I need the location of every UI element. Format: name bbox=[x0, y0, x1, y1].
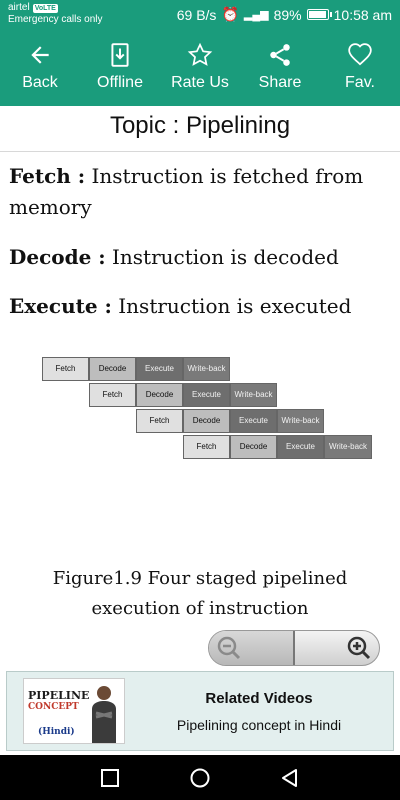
definition-term: Decode : bbox=[9, 245, 106, 269]
net-speed: 69 B/s bbox=[176, 6, 217, 23]
favorite-button[interactable]: Fav. bbox=[320, 28, 400, 106]
heart-icon bbox=[348, 43, 372, 66]
zoom-in-icon bbox=[347, 636, 371, 660]
related-text: Related Videos Pipelining concept in Hin… bbox=[125, 690, 393, 733]
related-subtitle: Pipelining concept in Hindi bbox=[176, 716, 342, 733]
stage-decode: Decode bbox=[230, 435, 277, 459]
recent-apps-button[interactable] bbox=[95, 763, 125, 793]
rate-us-button[interactable]: Rate Us bbox=[160, 28, 240, 106]
caption-line: execution of instruction bbox=[91, 598, 309, 619]
definition-text: Instruction is fetched from memory bbox=[9, 164, 364, 219]
thumbnail-title: PIPELINE bbox=[28, 689, 90, 702]
stage-decode: Decode bbox=[136, 383, 183, 407]
offline-label: Offline bbox=[97, 74, 143, 91]
volte-badge: VoLTE bbox=[32, 3, 58, 13]
stage-fetch: Fetch bbox=[42, 357, 89, 381]
video-thumbnail: PIPELINE CONCEPT (Hindi) bbox=[23, 678, 125, 744]
stage-fetch: Fetch bbox=[89, 383, 136, 407]
share-label: Share bbox=[258, 74, 302, 91]
figure-caption: Figure1.9 Four staged pipelined executio… bbox=[0, 564, 400, 624]
zoom-control bbox=[208, 630, 380, 666]
carrier-name: airtel bbox=[8, 2, 30, 13]
stage-execute: Execute bbox=[136, 357, 183, 381]
zoom-out-icon bbox=[217, 636, 241, 660]
app-toolbar: Back Offline Rate Us Share Fav. bbox=[0, 28, 400, 106]
definition-term: Execute : bbox=[9, 294, 112, 318]
presenter-image bbox=[92, 686, 116, 743]
status-bar: airtel VoLTE Emergency calls only 69 B/s… bbox=[0, 0, 400, 28]
thumbnail-language: (Hindi) bbox=[38, 727, 75, 737]
square-icon bbox=[101, 768, 119, 787]
stage-writeback: Write-back bbox=[183, 357, 230, 381]
battery-percent: 89% bbox=[273, 6, 302, 23]
back-arrow-icon bbox=[31, 46, 49, 64]
system-nav-bar bbox=[0, 755, 400, 800]
rate-us-label: Rate Us bbox=[171, 74, 229, 91]
definition-fetch: Fetch : Instruction is fetched from memo… bbox=[9, 161, 389, 223]
share-button[interactable]: Share bbox=[240, 28, 320, 106]
stage-fetch: Fetch bbox=[183, 435, 230, 459]
status-right: 69 B/s ⏰ ▂▄▆ 89% 10:58 am bbox=[177, 6, 392, 23]
battery-icon bbox=[306, 9, 332, 20]
stage-decode: Decode bbox=[183, 409, 230, 433]
home-button[interactable] bbox=[185, 763, 215, 793]
related-title: Related Videos bbox=[205, 689, 313, 707]
share-icon bbox=[270, 44, 290, 66]
definition-text: Instruction is executed bbox=[111, 294, 352, 318]
zoom-out-button[interactable] bbox=[209, 631, 295, 665]
system-back-button[interactable] bbox=[275, 763, 305, 793]
back-button[interactable]: Back bbox=[0, 28, 80, 106]
stage-fetch: Fetch bbox=[136, 409, 183, 433]
stage-execute: Execute bbox=[230, 409, 277, 433]
caption-line: Figure1.9 Four staged pipelined bbox=[52, 568, 348, 589]
star-icon bbox=[187, 42, 213, 66]
status-left: airtel VoLTE Emergency calls only bbox=[8, 2, 102, 26]
offline-button[interactable]: Offline bbox=[80, 28, 160, 106]
favorite-label: Fav. bbox=[345, 74, 375, 91]
alarm-icon: ⏰ bbox=[221, 6, 239, 22]
emergency-text: Emergency calls only bbox=[8, 14, 103, 25]
zoom-in-button[interactable] bbox=[295, 631, 379, 665]
signal-icon: ▂▄▆ bbox=[243, 9, 269, 21]
thumbnail-subtitle: CONCEPT bbox=[28, 702, 79, 712]
definition-text: Instruction is decoded bbox=[105, 245, 339, 269]
page-title: Topic : Pipelining bbox=[0, 106, 400, 152]
stage-decode: Decode bbox=[89, 357, 136, 381]
download-icon bbox=[111, 43, 129, 67]
definition-decode: Decode : Instruction is decoded bbox=[9, 242, 389, 273]
back-label: Back bbox=[22, 74, 58, 91]
circle-icon bbox=[190, 768, 210, 787]
stage-execute: Execute bbox=[183, 383, 230, 407]
clock: 10:58 am bbox=[333, 6, 392, 23]
definition-term: Fetch : bbox=[9, 164, 86, 188]
related-videos-banner[interactable]: PIPELINE CONCEPT (Hindi) Related Videos … bbox=[6, 671, 394, 751]
stage-writeback: Write-back bbox=[277, 409, 324, 433]
stage-writeback: Write-back bbox=[230, 383, 277, 407]
stage-writeback: Write-back bbox=[324, 435, 372, 459]
definition-execute: Execute : Instruction is executed bbox=[9, 291, 389, 322]
triangle-back-icon bbox=[282, 768, 297, 787]
stage-execute: Execute bbox=[277, 435, 324, 459]
pipeline-diagram: Fetch Decode Execute Write-back Fetch De… bbox=[42, 357, 374, 461]
